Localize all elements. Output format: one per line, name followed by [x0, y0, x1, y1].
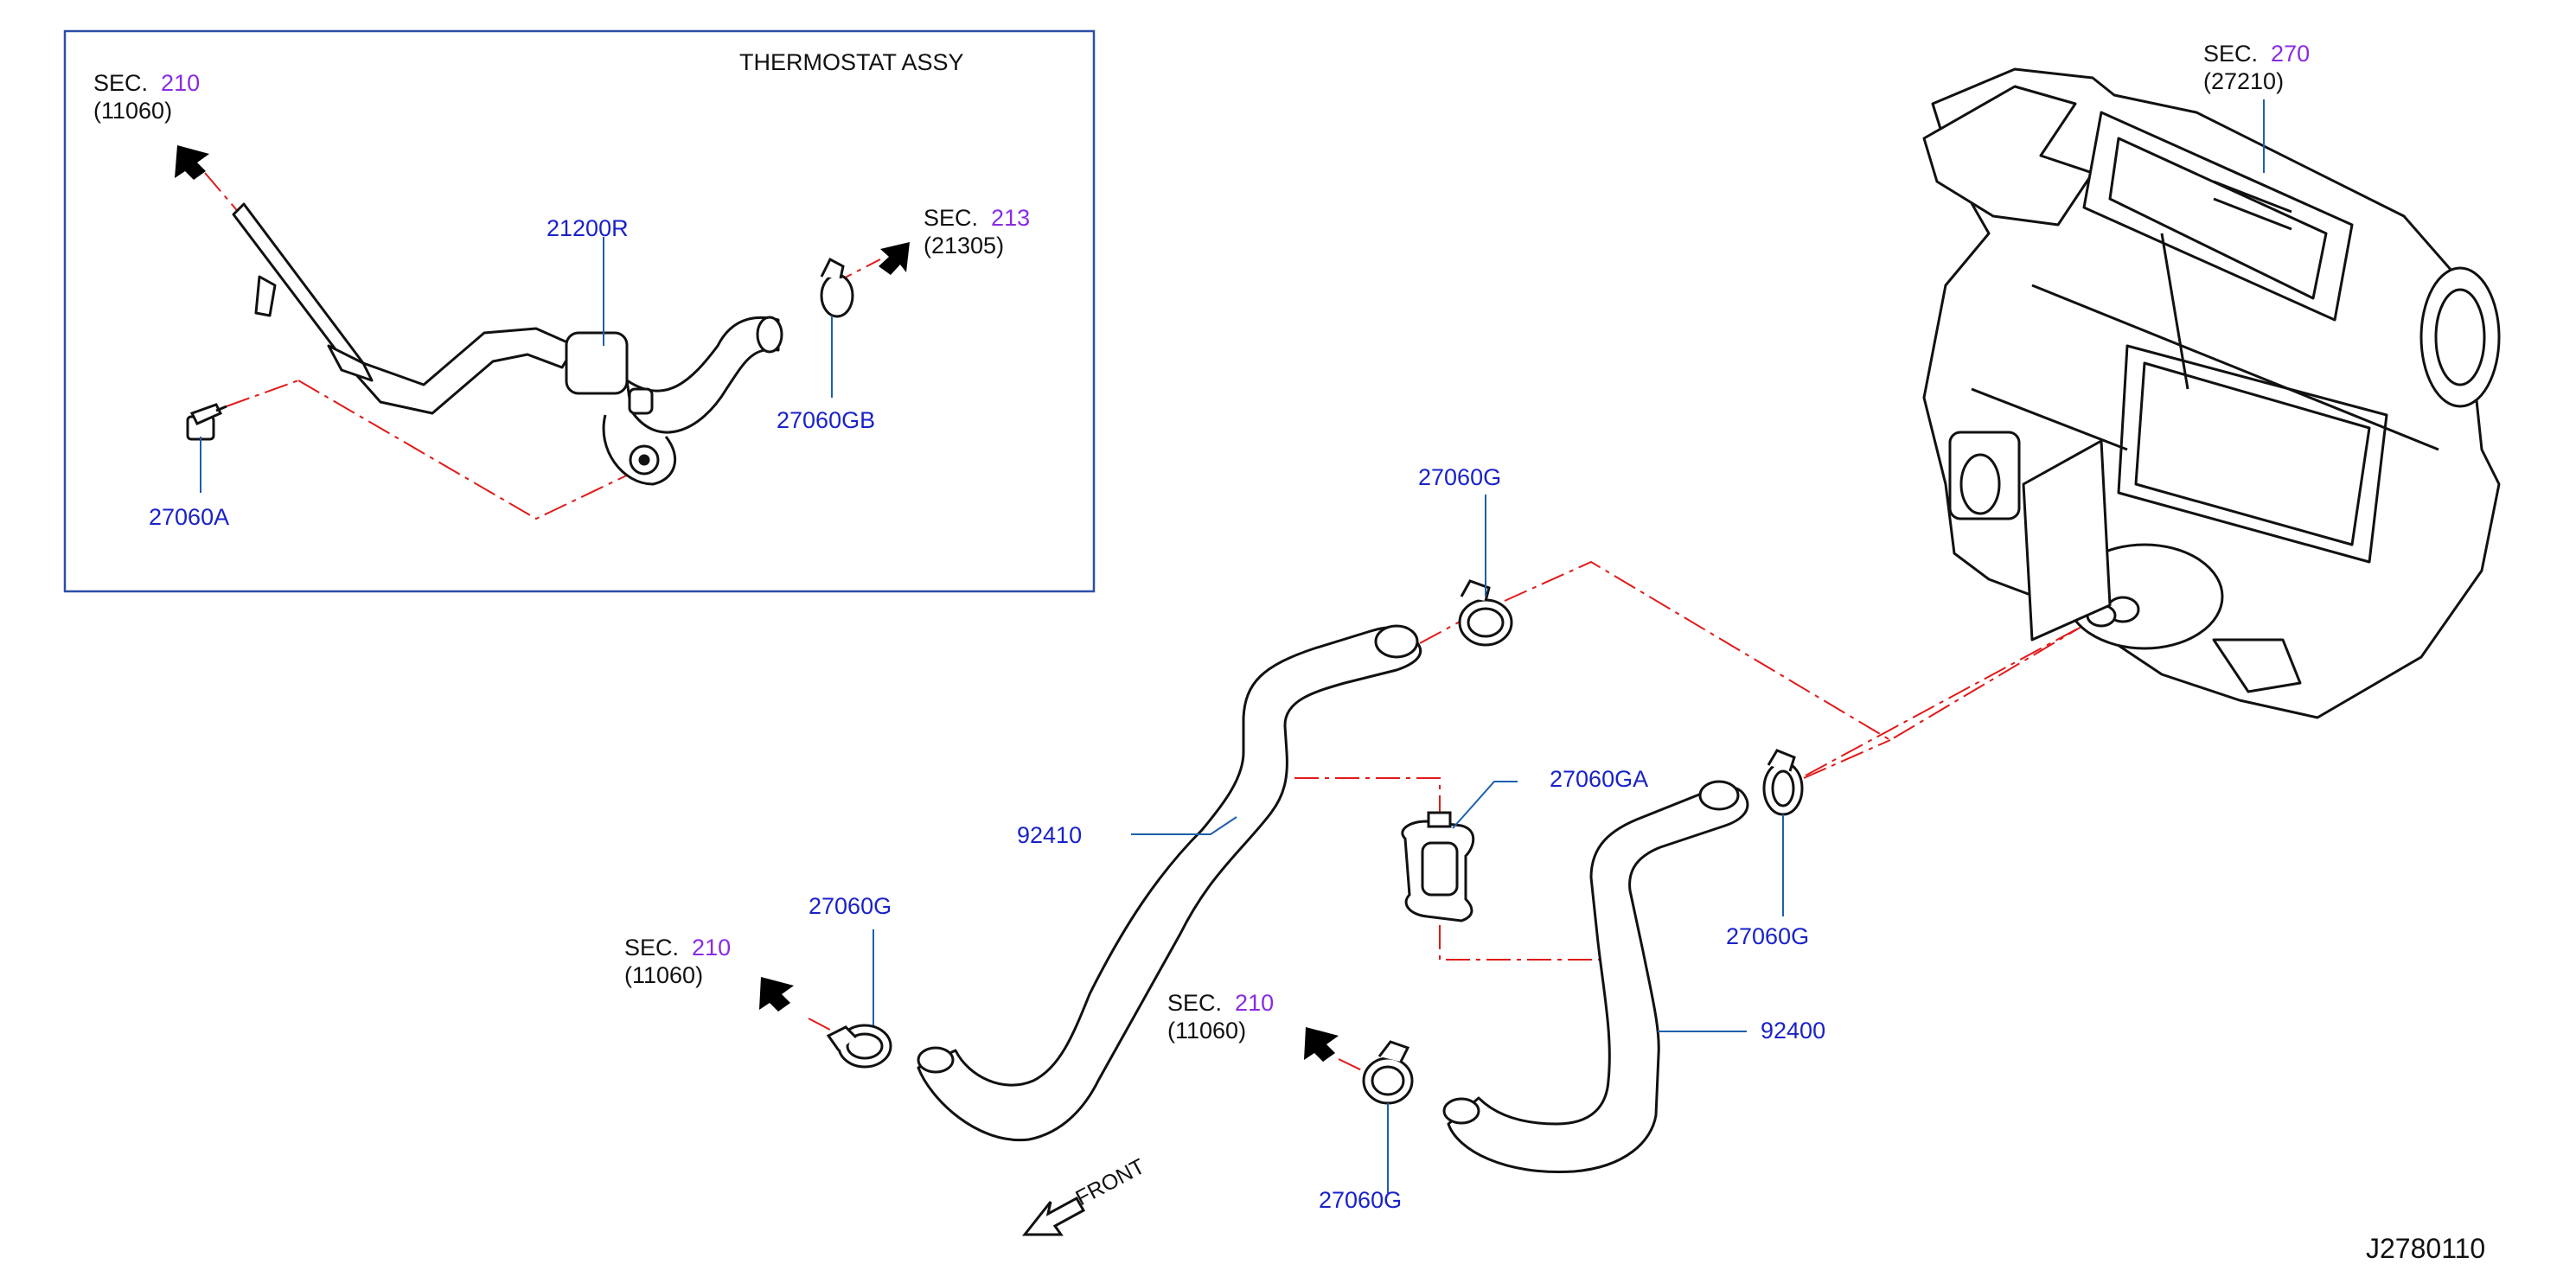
hose-clamp-icon	[826, 1024, 892, 1069]
arrow-icon	[1304, 1027, 1339, 1062]
sec-sub: (11060)	[624, 962, 704, 988]
heater-unit	[1922, 67, 2501, 719]
sec-sub: (27210)	[2203, 68, 2285, 94]
hose-92400	[1442, 780, 1749, 1174]
part-label-27060g-bottom[interactable]: 27060G	[1319, 1187, 1403, 1213]
part-label-27060g-top[interactable]: 27060G	[1418, 464, 1502, 490]
sec-ref-213[interactable]: SEC. 213 (21305)	[924, 204, 1030, 259]
part-label-21200r[interactable]: 21200R	[547, 215, 629, 241]
sec-ref-210-bottom[interactable]: SEC. 210 (11060)	[1167, 989, 1274, 1044]
part-label-27060gb[interactable]: 27060GB	[777, 407, 876, 433]
sec-number[interactable]: 270	[2271, 41, 2311, 67]
hose-clamps	[826, 579, 1804, 1105]
hose-clamp-icon	[1762, 749, 1804, 816]
hose-bracket-icon	[1401, 811, 1475, 922]
inset-title: THERMOSTAT ASSY	[739, 49, 964, 75]
hose-clamp-icon	[1362, 1040, 1414, 1105]
part-label-27060g-right[interactable]: 27060G	[1726, 923, 1810, 949]
front-arrow-icon	[1021, 1196, 1086, 1236]
part-label-27060g-left[interactable]: 27060G	[809, 893, 892, 919]
sec-sub: (11060)	[1167, 1018, 1247, 1044]
part-label-27060a[interactable]: 27060A	[149, 504, 230, 530]
sec-prefix: SEC.	[924, 205, 979, 231]
sec-number[interactable]: 210	[1235, 990, 1275, 1016]
part-label-92410[interactable]: 92410	[1017, 822, 1083, 848]
sec-ref-210-inset[interactable]: SEC. 210 (11060)	[93, 69, 200, 124]
sec-prefix: SEC.	[93, 70, 149, 96]
sec-number[interactable]: 210	[161, 70, 201, 96]
direction-arrows	[175, 145, 1339, 1062]
hose-clamp-icon	[820, 257, 854, 318]
leader-lines	[200, 99, 2265, 1193]
arrow-icon	[879, 242, 910, 275]
arrow-icon	[175, 145, 209, 180]
thermostat-inset-frame	[63, 29, 1096, 593]
thermostat-pipe	[232, 202, 783, 486]
sec-prefix: SEC.	[624, 935, 680, 961]
sec-sub: (11060)	[93, 98, 173, 124]
part-label-27060ga[interactable]: 27060GA	[1550, 766, 1649, 792]
sec-prefix: SEC.	[2203, 41, 2259, 67]
sec-ref-270[interactable]: SEC. 270 (27210)	[2203, 40, 2310, 95]
arrow-icon	[759, 977, 794, 1012]
diagram-code: J2780110	[2366, 1233, 2486, 1264]
sec-number[interactable]: 210	[692, 935, 732, 961]
hose-clamp-icon	[1458, 579, 1513, 647]
sec-ref-210-left[interactable]: SEC. 210 (11060)	[624, 934, 731, 989]
sec-number[interactable]: 213	[991, 205, 1031, 231]
sec-sub: (21305)	[924, 233, 1005, 259]
hose-92410	[917, 624, 1422, 1142]
sec-prefix: SEC.	[1167, 990, 1223, 1016]
part-label-92400[interactable]: 92400	[1761, 1018, 1826, 1044]
bolt-icon	[186, 403, 227, 441]
